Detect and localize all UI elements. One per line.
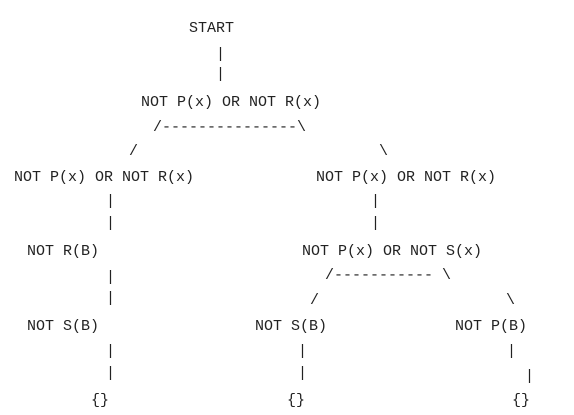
edge-backslash: \ — [379, 143, 389, 160]
node-root-clause: NOT P(x) OR NOT R(x) — [141, 94, 322, 111]
node-left-empty-clause: {} — [91, 392, 110, 409]
edge-slash: / — [129, 143, 139, 160]
node-left-r-b: NOT R(B) — [27, 243, 100, 260]
node-left-s-b: NOT S(B) — [27, 318, 100, 335]
edge-vertical: | — [371, 193, 381, 210]
node-right-left-s-b: NOT S(B) — [255, 318, 328, 335]
edge-vertical: | — [106, 365, 116, 382]
node-right-left-empty-clause: {} — [287, 392, 306, 409]
edge-vertical: | — [106, 290, 116, 307]
node-start: START — [189, 20, 235, 37]
edge-vertical: | — [106, 343, 116, 360]
edge-vertical: | — [106, 269, 116, 286]
edge-vertical: | — [216, 66, 226, 83]
edge-mid-branch: /----------- \ — [325, 267, 452, 284]
edge-vertical: | — [298, 343, 308, 360]
node-right-clause: NOT P(x) OR NOT R(x) — [316, 169, 497, 186]
edge-slash: / — [310, 292, 320, 309]
node-right-right-p-b: NOT P(B) — [455, 318, 528, 335]
edge-vertical: | — [216, 46, 226, 63]
node-left-clause: NOT P(x) OR NOT R(x) — [14, 169, 195, 186]
edge-backslash: \ — [506, 292, 516, 309]
edge-vertical: | — [298, 365, 308, 382]
node-right-mid-clause: NOT P(x) OR NOT S(x) — [302, 243, 483, 260]
node-right-right-empty-clause: {} — [512, 392, 531, 409]
edge-vertical: | — [507, 343, 517, 360]
edge-vertical: | — [371, 215, 381, 232]
edge-root-branch: /---------------\ — [153, 119, 307, 136]
edge-vertical: | — [106, 215, 116, 232]
edge-vertical: | — [106, 193, 116, 210]
edge-vertical: | — [525, 368, 535, 385]
